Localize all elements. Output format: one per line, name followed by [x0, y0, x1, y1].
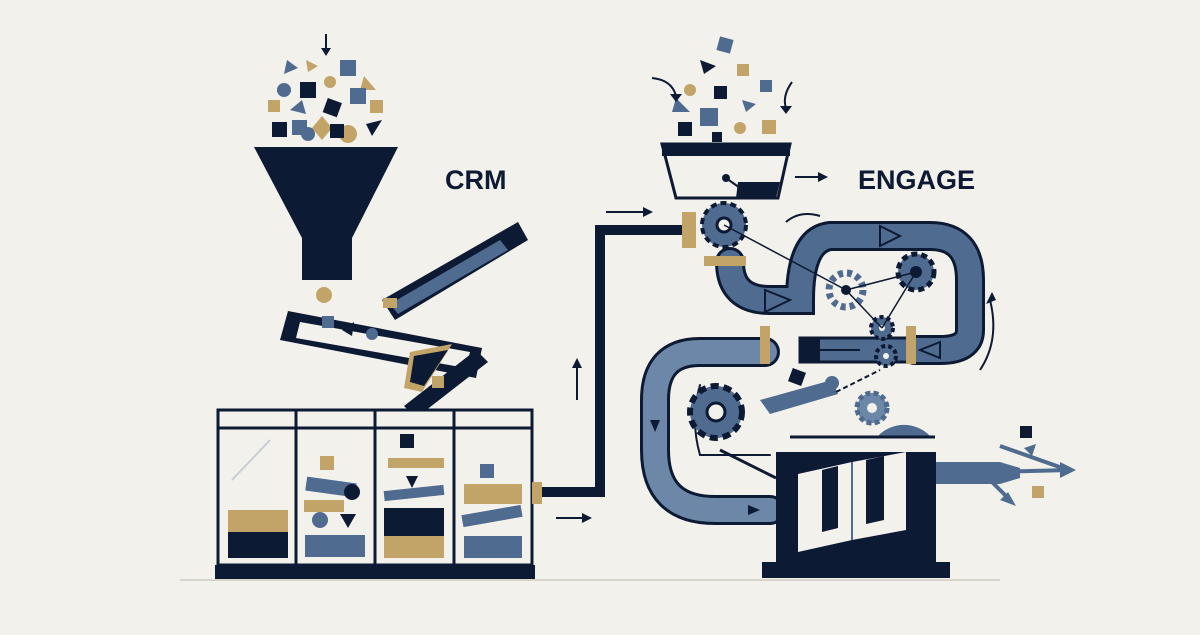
feed-chute — [382, 222, 528, 320]
output-arrows — [936, 426, 1076, 506]
conveyor-system — [640, 221, 985, 525]
crm-label: CRM — [445, 165, 507, 195]
engage-hopper — [660, 142, 828, 200]
crm-funnel — [254, 147, 398, 303]
book-icon — [798, 452, 906, 552]
flow-arrows — [650, 213, 996, 515]
central-press — [760, 326, 916, 414]
engage-label: ENGAGE — [858, 165, 975, 195]
gear-icon — [874, 344, 898, 368]
gear-base — [704, 256, 746, 266]
connector-pipe — [532, 207, 696, 523]
gear-icon — [854, 390, 890, 426]
input-shapes-right — [651, 36, 793, 142]
sorting-chute — [280, 311, 488, 418]
input-shapes-left — [268, 34, 383, 143]
belt-links — [723, 224, 917, 329]
sorting-bins — [215, 408, 535, 579]
gear-icon — [687, 383, 745, 441]
